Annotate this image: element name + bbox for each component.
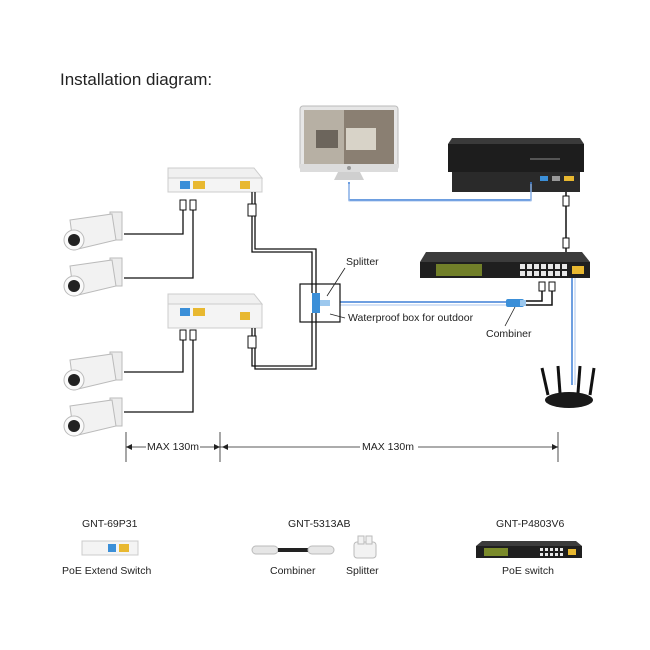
legend-name-switch: PoE switch (502, 565, 554, 577)
nvr-icon (448, 138, 584, 192)
poe-switch-icon (420, 252, 590, 278)
legend-model-extender: GNT-69P31 (82, 518, 138, 530)
legend-model-combiner-splitter: GNT-5313AB (288, 518, 351, 530)
legend-model-switch: GNT-P4803V6 (496, 518, 565, 530)
legend-splitter-icon (353, 535, 377, 559)
combiner-connector-icon (506, 299, 526, 307)
router-icon (540, 365, 596, 408)
poe-extender-upper-icon (167, 167, 264, 193)
camera-2-icon (63, 257, 123, 297)
camera-1-icon (63, 211, 123, 251)
splitter-label: Splitter (346, 256, 379, 268)
poe-extender-lower-icon (167, 293, 264, 329)
waterproof-box-icon (299, 283, 341, 323)
legend-poe-extender-icon (81, 540, 139, 556)
camera-4-icon (63, 397, 123, 437)
combiner-label: Combiner (486, 328, 532, 340)
waterproof-box-label: Waterproof box for outdoor (348, 312, 474, 324)
distance-short-label: MAX 130m (147, 441, 199, 453)
legend-name-combiner: Combiner (270, 565, 316, 577)
monitor-icon (299, 105, 399, 180)
legend-poe-switch-icon (476, 541, 582, 558)
diagram-title: Installation diagram: (60, 70, 213, 89)
camera-3-icon (63, 351, 123, 391)
legend-name-splitter: Splitter (346, 565, 379, 577)
legend-combiner-icon (251, 545, 335, 555)
distance-long-label: MAX 130m (362, 441, 414, 453)
legend-name-extender: PoE Extend Switch (62, 565, 152, 577)
